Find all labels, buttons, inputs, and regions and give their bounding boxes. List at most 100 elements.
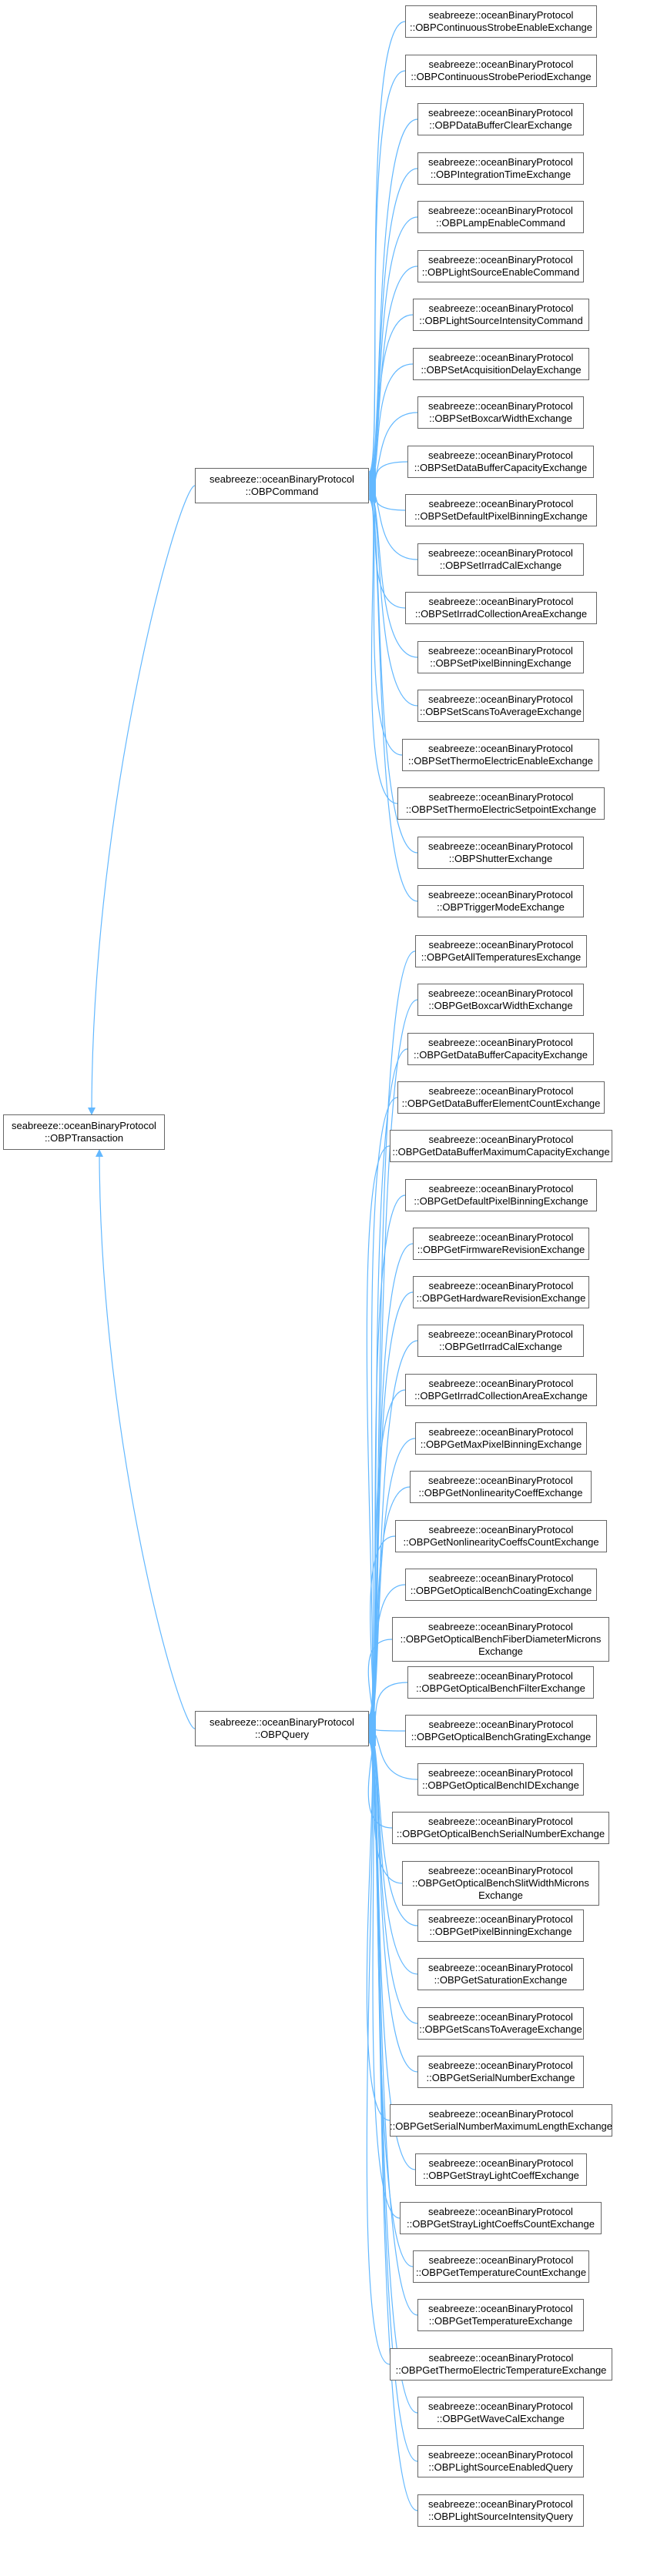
inherits-edge — [368, 1732, 416, 2170]
class-obp-set-thermo-electric-enable-exchange[interactable]: seabreeze::oceanBinaryProtocol::OBPSetTh… — [402, 739, 599, 771]
inherits-edge — [368, 491, 403, 756]
class-obp-get-serial-number-exchange[interactable]: seabreeze::oceanBinaryProtocol::OBPGetSe… — [417, 2056, 584, 2088]
class-obp-light-source-intensity-command[interactable]: seabreeze::oceanBinaryProtocol::OBPLight… — [413, 299, 589, 331]
class-name-line: ::OBPGetThermoElectricTemperatureExchang… — [395, 2364, 607, 2376]
class-name-line: seabreeze::oceanBinaryProtocol — [428, 205, 573, 216]
class-obp-get-optical-bench-fiber-diameter-microns[interactable]: seabreeze::oceanBinaryProtocol::OBPGetOp… — [392, 1617, 609, 1662]
class-obp-continuous-strobe-period-exchange[interactable]: seabreeze::oceanBinaryProtocol::OBPConti… — [405, 55, 597, 87]
class-obp-set-irrad-collection-area-exchange[interactable]: seabreeze::oceanBinaryProtocol::OBPSetIr… — [405, 592, 597, 624]
class-obp-get-firmware-revision-exchange[interactable]: seabreeze::oceanBinaryProtocol::OBPGetFi… — [413, 1228, 589, 1260]
class-name-line: ::OBPGetSerialNumberExchange — [426, 2072, 575, 2083]
class-obp-get-stray-light-coeff-exchange[interactable]: seabreeze::oceanBinaryProtocol::OBPGetSt… — [415, 2153, 587, 2186]
class-name-line: ::OBPGetSerialNumberMaximumLengthExchang… — [389, 2120, 613, 2132]
class-name-line: seabreeze::oceanBinaryProtocol — [428, 987, 573, 999]
inherits-edge — [368, 1733, 401, 2219]
class-obp-get-default-pixel-binning-exchange[interactable]: seabreeze::oceanBinaryProtocol::OBPGetDe… — [405, 1179, 597, 1211]
class-obp-set-irrad-cal-exchange[interactable]: seabreeze::oceanBinaryProtocol::OBPSetIr… — [417, 543, 584, 576]
class-name-line: seabreeze::oceanBinaryProtocol — [428, 254, 573, 266]
class-obp-set-data-buffer-capacity-exchange[interactable]: seabreeze::oceanBinaryProtocol::OBPSetDa… — [407, 446, 594, 478]
class-obp-get-saturation-exchange[interactable]: seabreeze::oceanBinaryProtocol::OBPGetSa… — [417, 1958, 584, 1990]
class-obp-set-acquisition-delay-exchange[interactable]: seabreeze::oceanBinaryProtocol::OBPSetAc… — [413, 348, 589, 380]
class-obp-get-hardware-revision-exchange[interactable]: seabreeze::oceanBinaryProtocol::OBPGetHa… — [413, 1276, 589, 1308]
class-obp-get-optical-bench-grating-exchange[interactable]: seabreeze::oceanBinaryProtocol::OBPGetOp… — [405, 1715, 597, 1747]
class-obp-integration-time-exchange[interactable]: seabreeze::oceanBinaryProtocol::OBPInteg… — [417, 152, 584, 185]
class-name-line: seabreeze::oceanBinaryProtocol — [428, 2401, 573, 2412]
class-obp-lamp-enable-command[interactable]: seabreeze::oceanBinaryProtocol::OBPLampE… — [417, 201, 584, 233]
class-name-line: ::OBPLightSourceEnableCommand — [421, 266, 580, 278]
class-obp-get-stray-light-coeffs-count-exchange[interactable]: seabreeze::oceanBinaryProtocol::OBPGetSt… — [400, 2202, 602, 2234]
class-name-line: ::OBPGetTemperatureExchange — [428, 2315, 573, 2327]
class-obp-set-boxcar-width-exchange[interactable]: seabreeze::oceanBinaryProtocol::OBPSetBo… — [417, 396, 584, 429]
class-name-line: seabreeze::oceanBinaryProtocol — [428, 400, 573, 412]
class-obp-get-pixel-binning-exchange[interactable]: seabreeze::oceanBinaryProtocol::OBPGetPi… — [417, 1909, 584, 1942]
inherits-edge — [368, 1731, 418, 2073]
class-obp-set-thermo-electric-setpoint-exchange[interactable]: seabreeze::oceanBinaryProtocol::OBPSetTh… — [397, 787, 605, 820]
inherits-edge — [368, 1729, 418, 2024]
class-name-line: seabreeze::oceanBinaryProtocol — [428, 1328, 573, 1340]
class-obp-set-scans-to-average-exchange[interactable]: seabreeze::oceanBinaryProtocol::OBPSetSc… — [417, 690, 584, 722]
class-name-line: seabreeze::oceanBinaryProtocol — [428, 939, 574, 951]
class-obp-get-thermo-electric-temperature-exchange[interactable]: seabreeze::oceanBinaryProtocol::OBPGetTh… — [390, 2348, 612, 2381]
class-name-line: ::OBPGetStrayLightCoeffExchange — [423, 2170, 579, 2181]
class-obp-light-source-enabled-query[interactable]: seabreeze::oceanBinaryProtocol::OBPLight… — [417, 2445, 584, 2477]
class-obp-get-optical-bench-filter-exchange[interactable]: seabreeze::oceanBinaryProtocol::OBPGetOp… — [407, 1666, 594, 1699]
class-obp-get-serial-number-maximum-length-exchange[interactable]: seabreeze::oceanBinaryProtocol::OBPGetSe… — [390, 2104, 612, 2137]
class-name-line: seabreeze::oceanBinaryProtocol — [428, 1378, 574, 1389]
class-obp-get-irrad-collection-area-exchange[interactable]: seabreeze::oceanBinaryProtocol::OBPGetIr… — [405, 1374, 597, 1406]
parent-class-obp-query[interactable]: seabreeze::oceanBinaryProtocol::OBPQuery — [195, 1711, 369, 1746]
class-obp-data-buffer-clear-exchange[interactable]: seabreeze::oceanBinaryProtocol::OBPDataB… — [417, 103, 584, 135]
class-obp-get-optical-bench-coating-exchange[interactable]: seabreeze::oceanBinaryProtocol::OBPGetOp… — [405, 1569, 597, 1601]
inherits-edge — [368, 1194, 406, 1723]
root-class-obp-transaction[interactable]: seabreeze::oceanBinaryProtocol::OBPTrans… — [3, 1114, 165, 1150]
class-name-line: seabreeze::oceanBinaryProtocol — [428, 1621, 573, 1632]
class-obp-get-all-temperatures-exchange[interactable]: seabreeze::oceanBinaryProtocol::OBPGetAl… — [415, 935, 587, 967]
class-name-line: ::OBPGetScansToAverageExchange — [419, 2023, 582, 2035]
class-name-line: seabreeze::oceanBinaryProtocol — [428, 107, 573, 119]
class-name-line: seabreeze::oceanBinaryProtocol — [428, 2303, 573, 2314]
class-name-line: seabreeze::oceanBinaryProtocol — [428, 1865, 573, 1876]
class-obp-shutter-exchange[interactable]: seabreeze::oceanBinaryProtocol::OBPShutt… — [417, 837, 584, 869]
class-obp-get-data-buffer-maximum-capacity-exchange[interactable]: seabreeze::oceanBinaryProtocol::OBPGetDa… — [390, 1130, 612, 1162]
class-obp-get-temperature-exchange[interactable]: seabreeze::oceanBinaryProtocol::OBPGetTe… — [417, 2299, 584, 2331]
class-obp-set-pixel-binning-exchange[interactable]: seabreeze::oceanBinaryProtocol::OBPSetPi… — [417, 641, 584, 673]
parent-class-obp-command[interactable]: seabreeze::oceanBinaryProtocol::OBPComma… — [195, 468, 369, 503]
class-obp-get-boxcar-width-exchange[interactable]: seabreeze::oceanBinaryProtocol::OBPGetBo… — [417, 984, 584, 1016]
class-obp-get-optical-bench-id-exchange[interactable]: seabreeze::oceanBinaryProtocol::OBPGetOp… — [417, 1763, 584, 1796]
class-name-line: seabreeze::oceanBinaryProtocol — [428, 2060, 573, 2071]
class-name-line: ::OBPContinuousStrobeEnableExchange — [409, 22, 593, 33]
class-name-line: ::OBPGetOpticalBenchIDExchange — [422, 1779, 579, 1791]
class-obp-get-data-buffer-capacity-exchange[interactable]: seabreeze::oceanBinaryProtocol::OBPGetDa… — [407, 1033, 594, 1065]
class-name-line: seabreeze::oceanBinaryProtocol — [428, 1426, 574, 1438]
class-name-line: ::OBPGetDataBufferMaximumCapacityExchang… — [392, 1146, 610, 1158]
class-obp-continuous-strobe-enable-exchange[interactable]: seabreeze::oceanBinaryProtocol::OBPConti… — [405, 5, 597, 38]
class-obp-get-irrad-cal-exchange[interactable]: seabreeze::oceanBinaryProtocol::OBPGetIr… — [417, 1325, 584, 1357]
class-name-line: ::OBPLightSourceIntensityQuery — [428, 2511, 573, 2522]
class-obp-light-source-enable-command[interactable]: seabreeze::oceanBinaryProtocol::OBPLight… — [417, 250, 584, 282]
class-name-line: ::OBPSetPixelBinningExchange — [430, 657, 572, 669]
class-name-line: seabreeze::oceanBinaryProtocol — [428, 2254, 574, 2266]
class-name-line: seabreeze::oceanBinaryProtocol — [428, 596, 574, 607]
class-name-line: ::OBPLightSourceIntensityCommand — [419, 315, 583, 326]
class-name-line: seabreeze::oceanBinaryProtocol — [428, 2449, 573, 2461]
class-name-line: ::OBPQuery — [254, 1729, 310, 1740]
class-name-line: ::OBPGetIrradCalExchange — [439, 1341, 562, 1352]
class-obp-light-source-intensity-query[interactable]: seabreeze::oceanBinaryProtocol::OBPLight… — [417, 2494, 584, 2527]
class-obp-get-nonlinearity-coeff-exchange[interactable]: seabreeze::oceanBinaryProtocol::OBPGetNo… — [410, 1471, 592, 1503]
class-name-line: ::OBPGetDefaultPixelBinningExchange — [414, 1195, 588, 1207]
class-name-line: ::OBPIntegrationTimeExchange — [430, 169, 572, 180]
class-name-line: seabreeze::oceanBinaryProtocol — [428, 1913, 573, 1925]
class-obp-get-max-pixel-binning-exchange[interactable]: seabreeze::oceanBinaryProtocol::OBPGetMa… — [415, 1422, 587, 1455]
class-name-line: ::OBPSetThermoElectricEnableExchange — [408, 755, 593, 767]
class-obp-get-optical-bench-serial-number-exchange[interactable]: seabreeze::oceanBinaryProtocol::OBPGetOp… — [392, 1812, 609, 1844]
class-name-line: ::OBPGetHardwareRevisionExchange — [416, 1292, 586, 1304]
class-obp-get-optical-bench-slit-width-microns[interactable]: seabreeze::oceanBinaryProtocol::OBPGetOp… — [402, 1861, 599, 1906]
inherits-edge — [366, 1736, 391, 2365]
class-obp-get-nonlinearity-coeffs-count-exchange[interactable]: seabreeze::oceanBinaryProtocol::OBPGetNo… — [395, 1520, 607, 1552]
class-obp-get-wave-cal-exchange[interactable]: seabreeze::oceanBinaryProtocol::OBPGetWa… — [417, 2397, 584, 2429]
class-name-line: seabreeze::oceanBinaryProtocol — [428, 1767, 573, 1779]
class-obp-get-temperature-count-exchange[interactable]: seabreeze::oceanBinaryProtocol::OBPGetTe… — [413, 2250, 589, 2283]
class-obp-get-scans-to-average-exchange[interactable]: seabreeze::oceanBinaryProtocol::OBPGetSc… — [417, 2007, 584, 2040]
class-obp-get-data-buffer-element-count-exchange[interactable]: seabreeze::oceanBinaryProtocol::OBPGetDa… — [397, 1081, 605, 1114]
class-obp-trigger-mode-exchange[interactable]: seabreeze::oceanBinaryProtocol::OBPTrigg… — [417, 885, 584, 917]
class-obp-set-default-pixel-binning-exchange[interactable]: seabreeze::oceanBinaryProtocol::OBPSetDe… — [405, 494, 597, 526]
